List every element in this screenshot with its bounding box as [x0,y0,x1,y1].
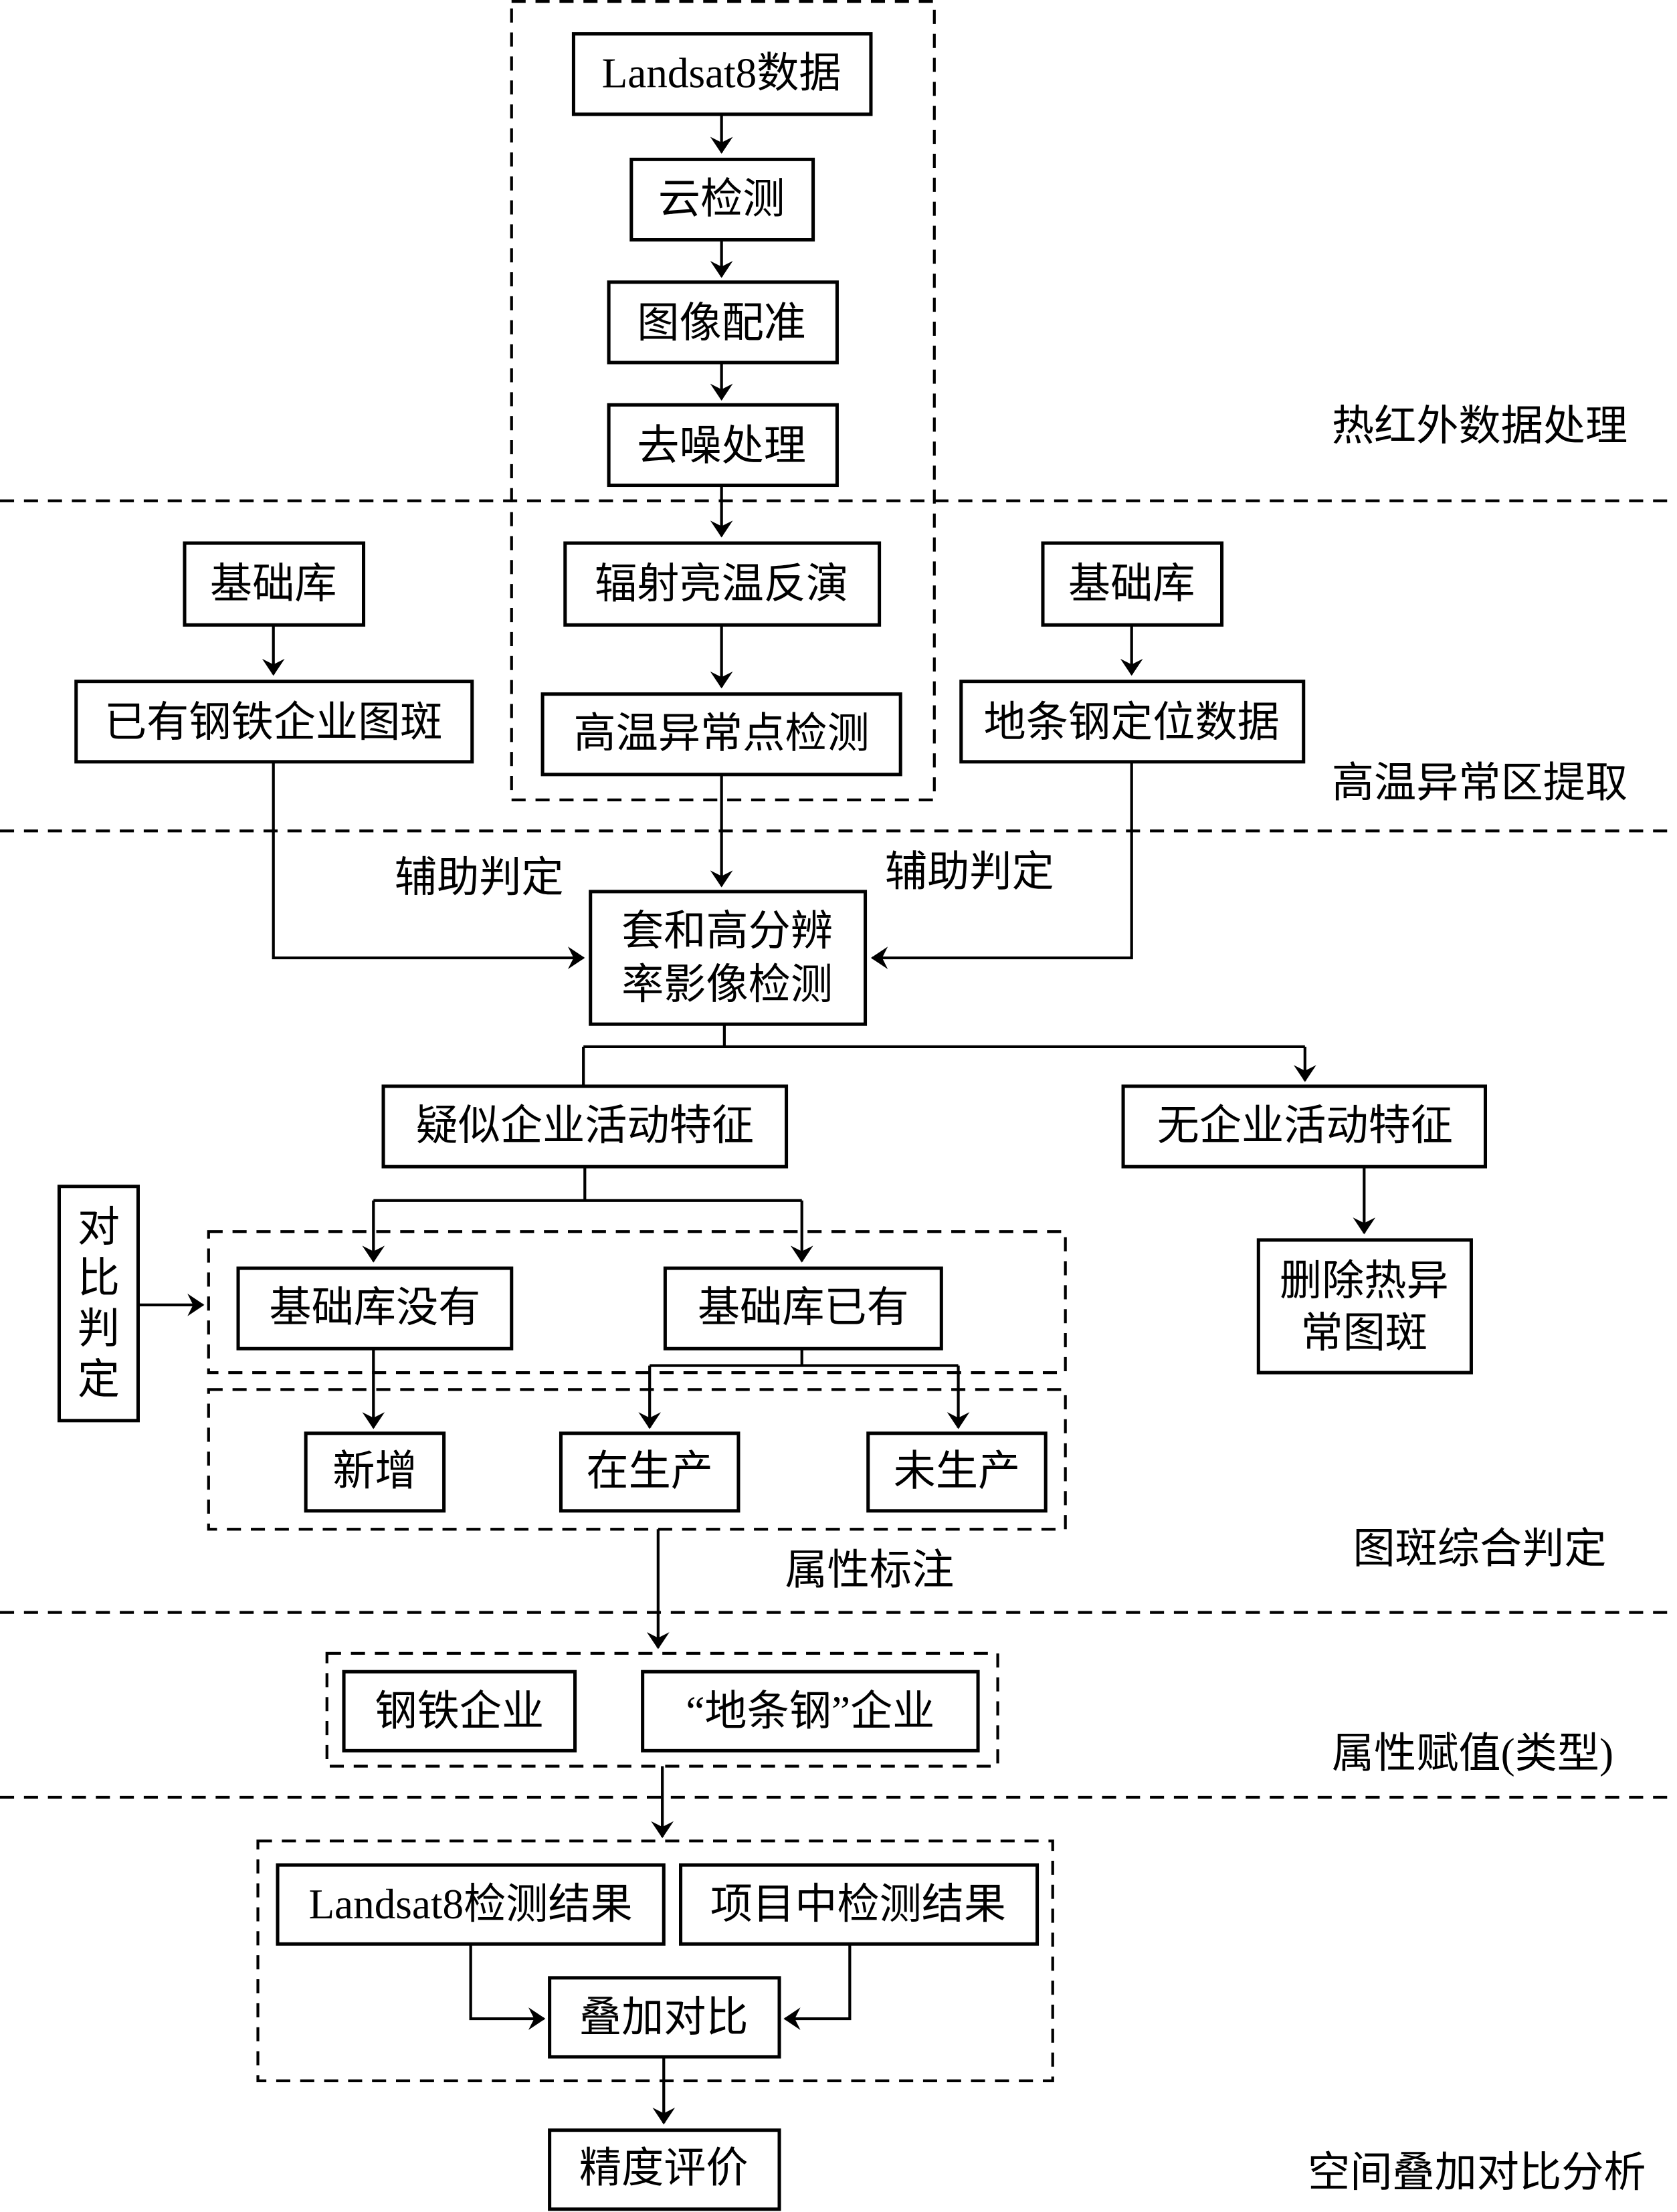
node-suspected-activity: 疑似企业活动特征 [381,1084,789,1169]
attribute-group [207,1388,1067,1531]
svg-text:“地条钢”企业: “地条钢”企业 [686,1688,934,1734]
node-radiance-inversion: 辐射亮温反演 [563,541,882,627]
svg-text:比: 比 [78,1255,120,1302]
node-accuracy-eval: 精度评价 [548,2128,781,2211]
svg-text:基础库: 基础库 [210,561,337,607]
node-overlay-compare: 叠加对比 [548,1976,781,2059]
svg-text:在生产: 在生产 [586,1448,713,1495]
svg-text:已有钢铁企业图斑: 已有钢铁企业图斑 [104,699,442,746]
node-landsat-data: Landsat8数据 [571,32,873,116]
svg-text:率影像检测: 率影像检测 [621,961,833,1008]
svg-text:辐射亮温反演: 辐射亮温反演 [595,561,848,607]
svg-text:未生产: 未生产 [894,1448,1021,1495]
svg-text:图像配准: 图像配准 [637,300,806,346]
section-label-overlay: 空间叠加对比分析 [1308,2149,1646,2196]
edge-label-aux-left: 辅助判定 [395,854,564,901]
edge [469,1944,546,2030]
svg-text:基础库没有: 基础库没有 [269,1284,480,1331]
svg-text:新增: 新增 [332,1448,417,1495]
svg-text:去噪处理: 去噪处理 [637,422,806,469]
node-project-result: 项目中检测结果 [679,1863,1040,1946]
node-registration: 图像配准 [607,280,839,365]
svg-text:Landsat8检测结果: Landsat8检测结果 [308,1881,632,1928]
svg-text:常图斑: 常图斑 [1301,1310,1428,1356]
svg-text:精度评价: 精度评价 [579,2145,749,2192]
node-denoise: 去噪处理 [607,403,839,488]
svg-text:判: 判 [78,1306,120,1352]
svg-text:删除热异: 删除热异 [1280,1258,1449,1304]
svg-text:基础库已有: 基础库已有 [698,1284,909,1331]
svg-text:基础库: 基础库 [1068,561,1195,607]
svg-text:无企业活动特征: 无企业活动特征 [1157,1102,1453,1149]
node-new-added: 新增 [304,1431,446,1513]
thermal-processing-group [510,0,936,801]
edge [870,761,1133,969]
node-compare-judge: 对 比 判 定 [57,1185,140,1423]
node-base-db-right: 基础库 [1041,541,1224,627]
svg-text:对: 对 [78,1204,120,1251]
node-hot-anomaly-detect: 高温异常点检测 [540,692,902,777]
node-not-in-db: 基础库没有 [236,1266,514,1350]
node-no-activity: 无企业活动特征 [1121,1084,1488,1169]
node-in-production: 在生产 [559,1431,741,1513]
node-not-in-production: 未生产 [866,1431,1048,1513]
svg-text:疑似企业活动特征: 疑似企业活动特征 [416,1102,754,1149]
edge-label-aux-right: 辅助判定 [885,848,1054,895]
svg-text:项目中检测结果: 项目中检测结果 [710,1881,1006,1928]
section-label-judgement: 图斑综合判定 [1353,1526,1606,1573]
section-label-extraction: 高温异常区提取 [1332,760,1627,807]
node-steel-enterprise: 钢铁企业 [342,1670,577,1752]
svg-text:钢铁企业: 钢铁企业 [375,1688,544,1734]
overlay-group [256,1839,1054,2082]
section-label-type: 属性赋值(类型) [1332,1730,1613,1777]
edge [272,761,585,969]
svg-text:云检测: 云检测 [658,175,785,222]
svg-text:定: 定 [78,1356,120,1403]
svg-text:地条钢定位数据: 地条钢定位数据 [984,699,1280,746]
svg-text:叠加对比: 叠加对比 [579,1994,749,2041]
node-in-db: 基础库已有 [663,1266,943,1350]
db-compare-group [207,1230,1067,1375]
node-ditiaogang-enterprise: “地条钢”企业 [641,1670,980,1752]
svg-text:高温异常点检测: 高温异常点检测 [573,710,869,757]
node-existing-steel-patches: 已有钢铁企业图斑 [74,680,474,764]
section-label-thermal: 热红外数据处理 [1332,403,1627,449]
edge-label-attr-annotation: 属性标注 [785,1546,954,1593]
node-cloud-detect: 云检测 [629,157,815,242]
node-overlay-highres: 套和高分辨 率影像检测 [589,890,868,1026]
svg-text:Landsat8数据: Landsat8数据 [602,50,842,97]
node-ditiaogang-location: 地条钢定位数据 [959,680,1306,764]
node-landsat-result: Landsat8检测结果 [276,1863,666,1946]
edge [783,1944,852,2030]
type-group [325,1651,999,1768]
node-delete-patch: 删除热异 常图斑 [1256,1238,1473,1375]
node-base-db-left: 基础库 [183,541,366,627]
svg-text:套和高分辨: 套和高分辨 [621,908,833,954]
